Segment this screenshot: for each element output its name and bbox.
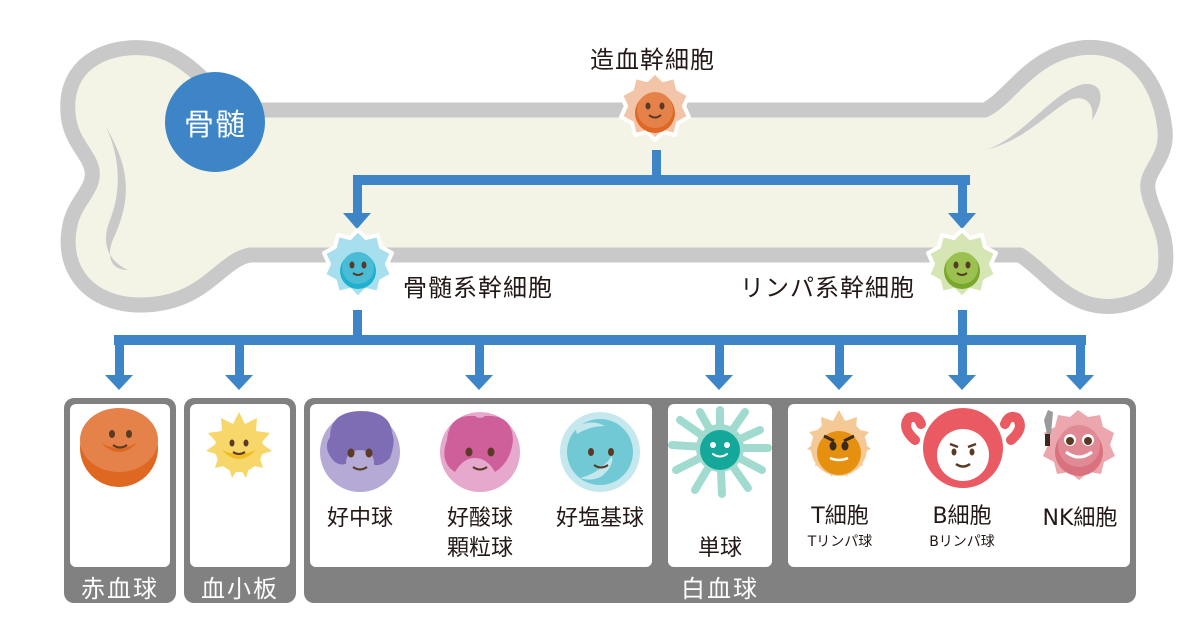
basophil-label: 好塩基球	[555, 506, 644, 531]
arrow-b-cell	[948, 340, 976, 390]
knife-icon	[1044, 410, 1053, 434]
granulocyte-label: 顆粒球	[446, 536, 513, 561]
hematopoietic-stem-cell-icon	[619, 70, 691, 142]
arrow-head-lymphoid	[948, 213, 976, 229]
bone-shading-right	[985, 84, 1101, 150]
arrow-bar-bottom	[114, 335, 1086, 345]
arrow-granulocyte	[465, 340, 493, 390]
arrow-head-myeloid	[343, 213, 371, 229]
eosinophil-label: 好酸球	[446, 506, 513, 531]
hematopoietic-stem-cell-label: 造血幹細胞	[590, 46, 715, 74]
nk-cell-label: NK細胞	[1042, 506, 1118, 531]
neutrophil-label: 好中球	[326, 506, 393, 531]
nk-cell-icon	[1043, 410, 1115, 480]
group-label-platelet: 血小板	[201, 575, 279, 603]
arrow-bar-top	[353, 175, 970, 185]
differentiation-arrows	[105, 150, 1094, 390]
b-cell-icon	[901, 408, 1025, 488]
group-label-wbc: 白血球	[681, 575, 759, 603]
arrow-stem-lymphoid-down	[958, 310, 967, 340]
myeloid-stem-cell-icon	[322, 228, 394, 300]
arrow-rbc	[105, 340, 133, 390]
arrow-stem-top	[652, 150, 661, 178]
red-blood-cell-icon	[80, 408, 158, 487]
basophil-icon	[560, 412, 640, 492]
arrow-nk-cell	[1066, 340, 1094, 390]
t-cell-sublabel: Tリンパ球	[807, 534, 873, 550]
monocyte-icon	[668, 406, 772, 498]
lymphoid-stem-cell-label: リンパ系幹細胞	[740, 274, 915, 302]
arrow-platelet	[225, 340, 253, 390]
arrow-monocyte	[705, 340, 733, 390]
myeloid-stem-cell-label: 骨髄系幹細胞	[403, 274, 553, 302]
t-cell-icon	[807, 410, 871, 477]
b-cell-sublabel: Bリンパ球	[929, 534, 995, 550]
bone-marrow-badge: 骨髄	[165, 72, 265, 172]
bone-shading-left	[105, 125, 128, 270]
arrow-shaft-myeloid	[353, 175, 362, 215]
arrow-t-cell	[825, 340, 853, 390]
platelet-icon	[206, 412, 272, 478]
monocyte-label: 単球	[697, 536, 742, 561]
lymphoid-stem-cell-icon	[926, 228, 998, 300]
neutrophil-icon	[320, 411, 400, 492]
eosinophil-icon	[440, 412, 520, 492]
b-cell-label: B細胞	[932, 504, 992, 529]
arrow-shaft-lymphoid	[958, 175, 967, 215]
group-label-rbc: 赤血球	[81, 575, 159, 603]
arrow-stem-myeloid-down	[353, 310, 362, 340]
t-cell-label: T細胞	[811, 504, 869, 529]
